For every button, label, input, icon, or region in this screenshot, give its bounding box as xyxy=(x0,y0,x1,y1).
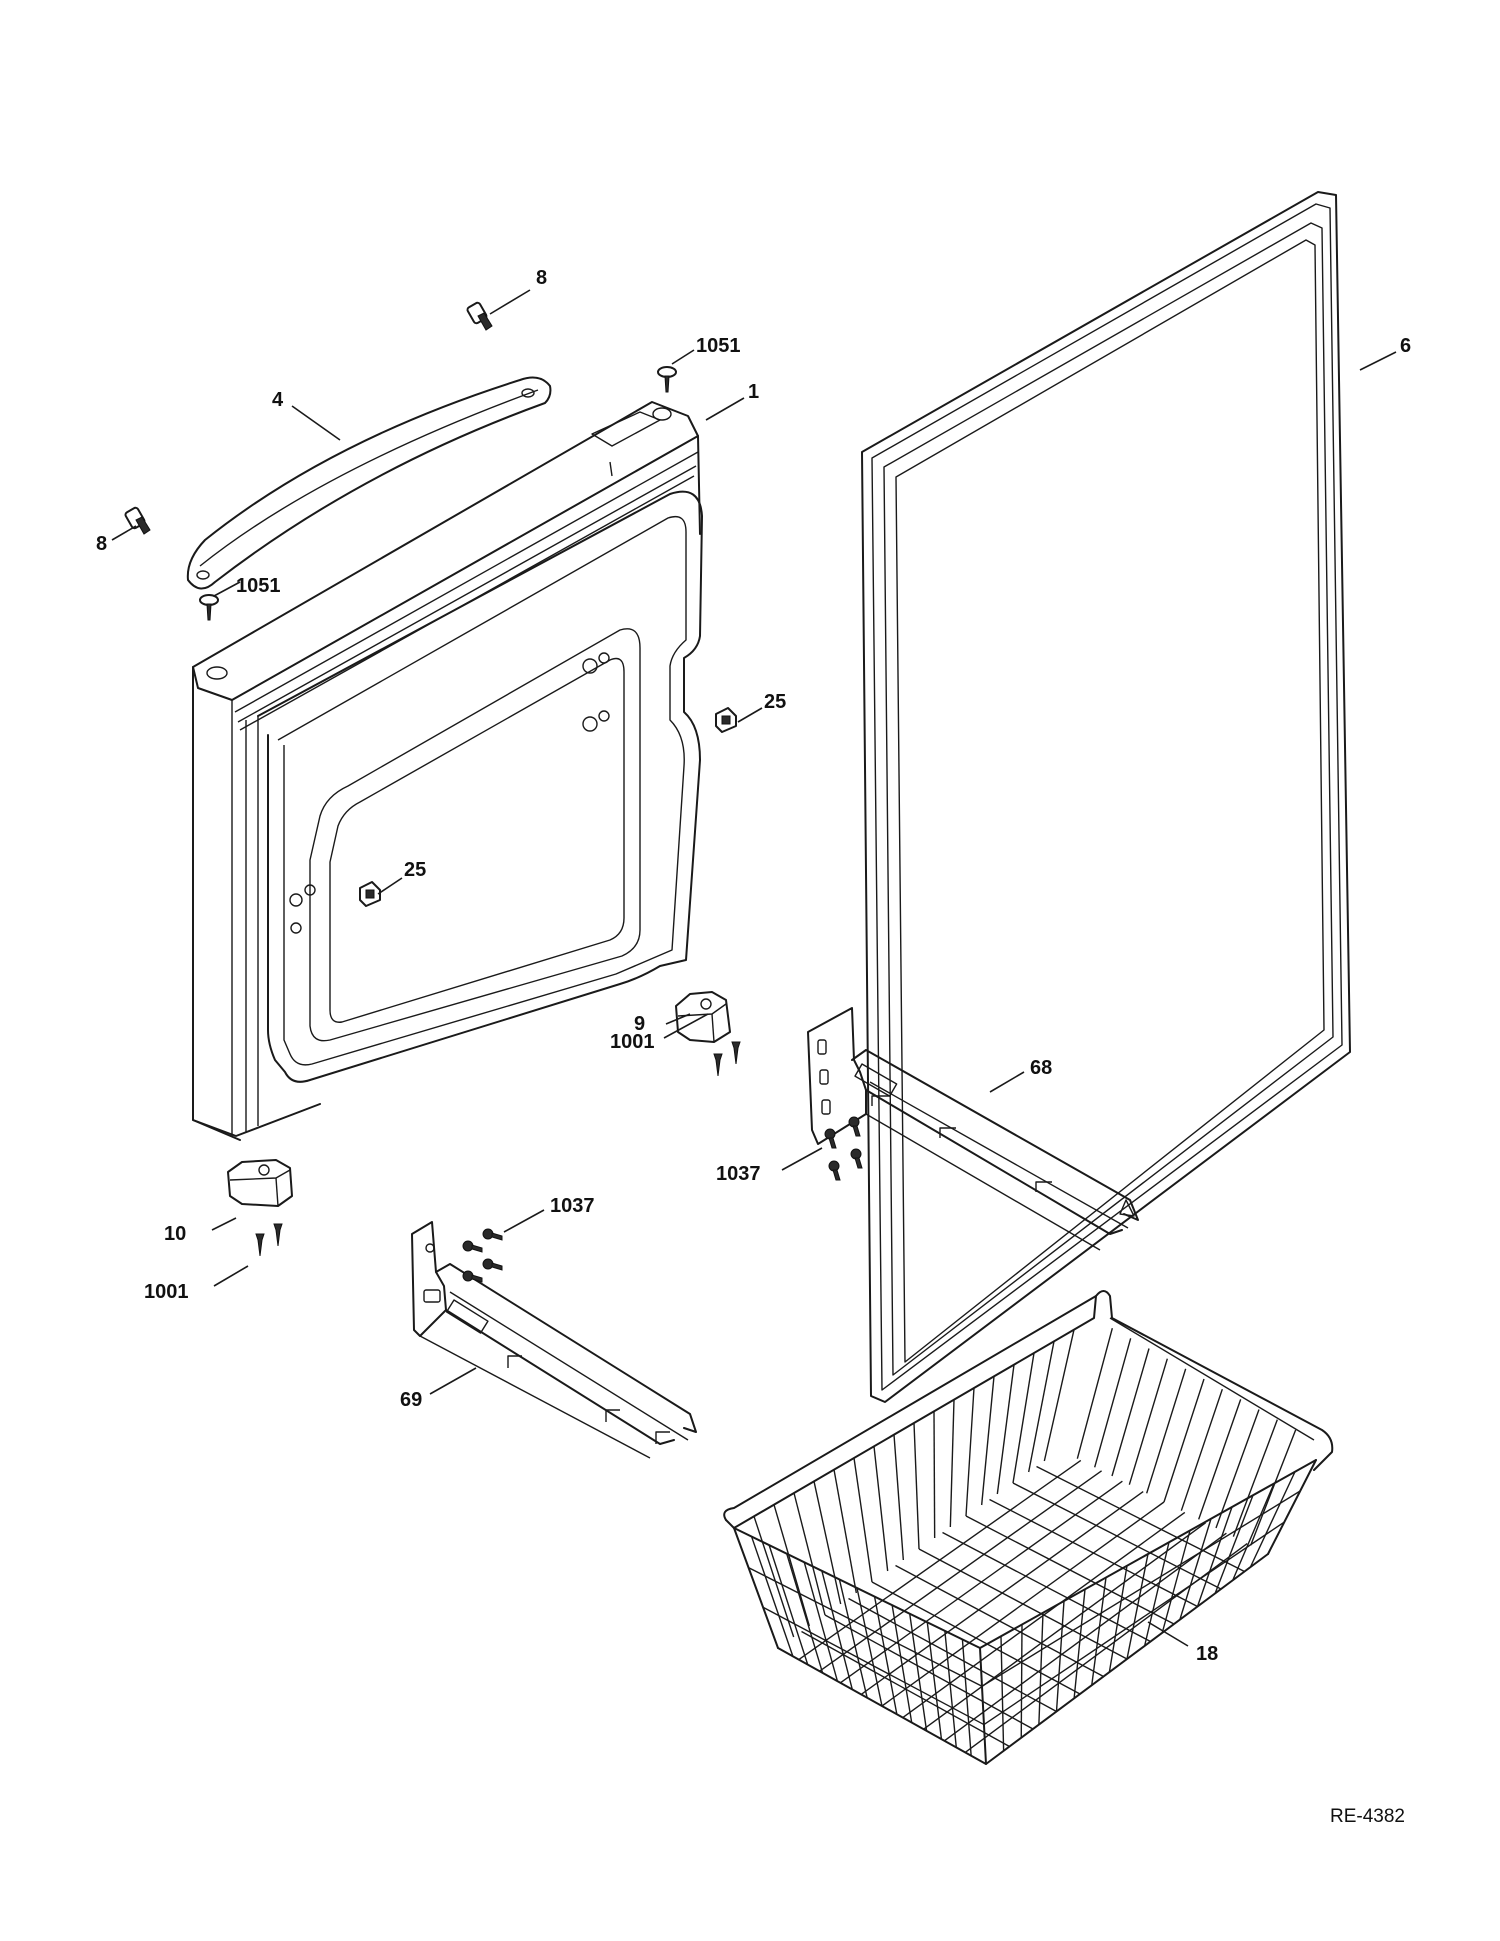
callout-1037-left: 1037 xyxy=(550,1195,595,1217)
callout-6: 6 xyxy=(1400,335,1411,357)
callout-8-left: 8 xyxy=(96,533,107,555)
screw-1051-left xyxy=(199,594,219,621)
slide-screws-right xyxy=(824,1116,863,1181)
callout-25-right: 25 xyxy=(764,691,786,713)
callout-1: 1 xyxy=(748,381,759,403)
shelf-clip-mid xyxy=(359,881,381,907)
callout-1001-left: 1001 xyxy=(144,1281,189,1303)
callout-68: 68 xyxy=(1030,1057,1052,1079)
callout-8-top: 8 xyxy=(536,267,547,289)
callout-4: 4 xyxy=(272,389,284,411)
callout-labels: 8 1051 4 1 6 8 1051 25 25 9 1001 68 1037… xyxy=(96,267,1411,1665)
drawer-slide-left xyxy=(411,1221,697,1459)
handle-stud-left xyxy=(124,506,151,535)
callout-69: 69 xyxy=(400,1389,422,1411)
callout-9: 9 xyxy=(634,1013,645,1035)
callout-1037-right: 1037 xyxy=(716,1163,761,1185)
shelf-clip-right xyxy=(715,707,737,733)
callout-10: 10 xyxy=(164,1223,186,1245)
leader-lines xyxy=(111,289,1397,1647)
hinge-screw-right-pair xyxy=(713,1041,741,1077)
handle-stud-top xyxy=(466,301,493,331)
hinge-cover-left xyxy=(227,1159,293,1207)
screw-1051-top xyxy=(657,366,677,393)
callout-1001-right: 1001 xyxy=(610,1031,655,1053)
reference-code: RE-4382 xyxy=(1330,1806,1405,1827)
door-handle xyxy=(186,376,552,590)
callout-1051-top: 1051 xyxy=(696,335,741,357)
callout-18: 18 xyxy=(1196,1643,1218,1665)
freezer-door xyxy=(192,401,703,1141)
drawer-slide-right xyxy=(807,1007,1139,1251)
callout-1051-left: 1051 xyxy=(236,575,281,597)
door-gasket xyxy=(861,191,1351,1403)
slide-screws-left xyxy=(462,1228,503,1283)
wire-basket xyxy=(723,1290,1334,1765)
hinge-screw-left-pair xyxy=(255,1223,283,1257)
callout-25-mid: 25 xyxy=(404,859,426,881)
